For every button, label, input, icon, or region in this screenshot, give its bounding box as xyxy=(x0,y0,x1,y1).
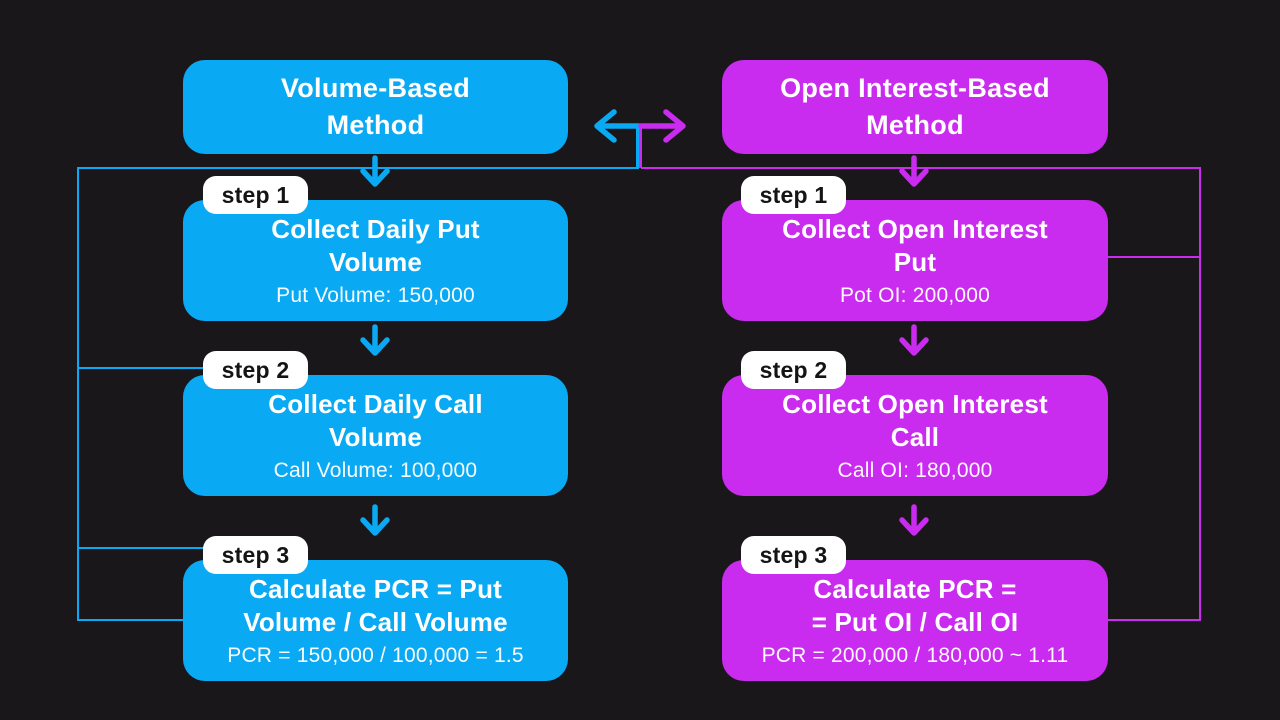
volume-connector-lines xyxy=(77,124,639,621)
oi-step3-title-line1: Calculate PCR = xyxy=(813,574,1017,604)
arrow-oi-header-to-step1 xyxy=(899,155,929,187)
method-header-oi-line2: Method xyxy=(866,110,964,140)
volume-arrows xyxy=(360,109,642,536)
method-header-open-interest: Open Interest-Based Method xyxy=(722,60,1108,154)
open-interest-arrows xyxy=(638,109,929,536)
volume-step2-title-line1: Collect Daily Call xyxy=(268,389,483,419)
volume-step1-title-line2: Volume xyxy=(328,247,423,277)
volume-connector-main xyxy=(77,167,639,621)
method-header-volume: Volume-Based Method xyxy=(183,60,568,154)
arrow-volume-header-to-step1 xyxy=(360,155,390,187)
oi-step3-box: Calculate PCR = = Put OI / Call OI PCR =… xyxy=(722,560,1108,681)
volume-step1-value: Put Volume: 150,000 xyxy=(276,284,475,307)
open-interest-connector-lines xyxy=(639,124,1201,621)
method-header-oi-line1: Open Interest-Based xyxy=(780,73,1050,103)
volume-step1-badge: step 1 xyxy=(203,176,308,214)
volume-step3-box: Calculate PCR = Put Volume / Call Volume… xyxy=(183,560,568,681)
oi-step3-value: PCR = 200,000 / 180,000 ~ 1.11 xyxy=(761,644,1069,667)
method-header-volume-line2: Method xyxy=(326,110,425,140)
volume-step3-value: PCR = 150,000 / 100,000 = 1.5 xyxy=(227,644,524,667)
volume-step2-value: Call Volume: 100,000 xyxy=(273,459,478,482)
oi-step2-title-line1: Collect Open Interest xyxy=(782,389,1048,419)
arrow-volume-step2-to-step3 xyxy=(360,504,390,536)
oi-step2-badge: step 2 xyxy=(741,351,846,389)
arrow-oi-step2-to-step3 xyxy=(899,504,929,536)
oi-step1-title-line2: Put xyxy=(893,247,937,277)
oi-step3-title-line2: = Put OI / Call OI xyxy=(811,607,1019,637)
volume-step2-box: Collect Daily Call Volume Call Volume: 1… xyxy=(183,375,568,496)
volume-step1-title-line1: Collect Daily Put xyxy=(271,214,480,244)
bidirectional-arrow-left-half xyxy=(594,109,642,143)
arrow-oi-step1-to-step2 xyxy=(899,324,929,356)
volume-step3-badge: step 3 xyxy=(203,536,308,574)
volume-step1-box: Collect Daily Put Volume Put Volume: 150… xyxy=(183,200,568,321)
oi-step1-badge: step 1 xyxy=(741,176,846,214)
volume-step2-title-line2: Volume xyxy=(328,422,423,452)
method-header-volume-line1: Volume-Based xyxy=(280,73,471,103)
oi-step2-value: Call OI: 180,000 xyxy=(837,459,993,482)
volume-step3-title-line2: Volume / Call Volume xyxy=(243,607,508,637)
oi-step1-title-line1: Collect Open Interest xyxy=(782,214,1048,244)
oi-connector-main xyxy=(641,167,1201,621)
oi-step1-box: Collect Open Interest Put Pot OI: 200,00… xyxy=(722,200,1108,321)
volume-step3-title-line1: Calculate PCR = Put xyxy=(248,574,503,604)
volume-step2-badge: step 2 xyxy=(203,351,308,389)
bidirectional-arrow-right-half xyxy=(638,109,686,143)
arrow-volume-step1-to-step2 xyxy=(360,324,390,356)
oi-step1-value: Pot OI: 200,000 xyxy=(839,284,991,307)
oi-step2-box: Collect Open Interest Call Call OI: 180,… xyxy=(722,375,1108,496)
oi-step2-title-line2: Call xyxy=(890,422,940,452)
oi-step3-badge: step 3 xyxy=(741,536,846,574)
